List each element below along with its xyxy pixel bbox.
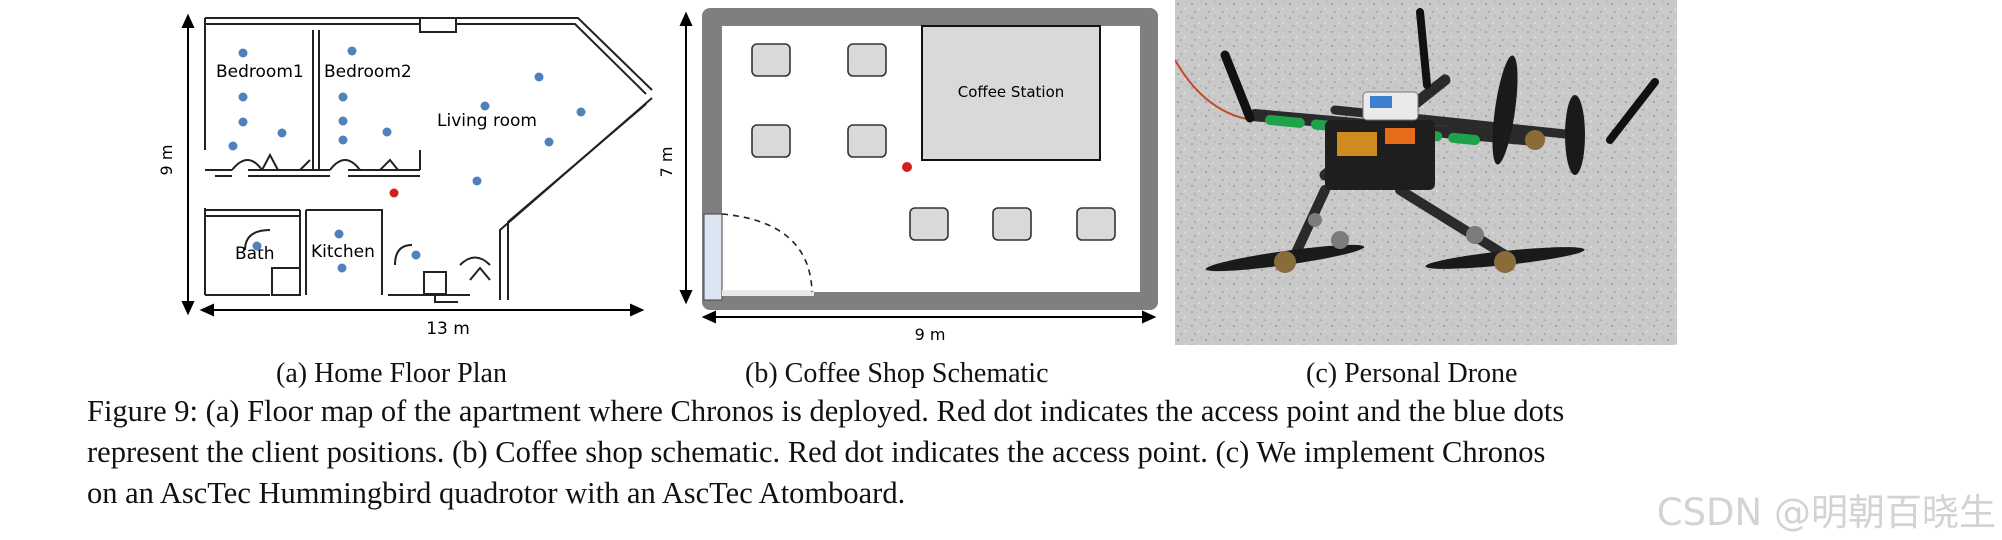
subcaption-c: (c) Personal Drone (1306, 358, 1518, 389)
caption-line: on an AscTec Hummingbird quadrotor with … (87, 476, 906, 510)
client-dot (534, 72, 544, 82)
access-point-dot (902, 162, 912, 172)
client-dot (228, 141, 238, 151)
watermark: CSDN @明朝百晓生 (1656, 491, 1996, 534)
coffee-station (921, 25, 1101, 161)
room-label-bedroom1: Bedroom1 (216, 62, 304, 82)
table (847, 43, 887, 77)
client-dot (238, 117, 248, 127)
table (1076, 207, 1116, 241)
table (909, 207, 949, 241)
client-dot (238, 48, 248, 58)
table (751, 43, 791, 77)
home-floor-plan: 9 m 13 m Bedroom1 Bedroom2 Living room B… (157, 13, 653, 339)
caption-line: represent the client positions. (b) Coff… (87, 435, 1546, 469)
client-dot (337, 263, 347, 273)
client-dot (347, 46, 357, 56)
room-label-living-room: Living room (437, 111, 537, 131)
client-dot (238, 92, 248, 102)
subcaption-b: (b) Coffee Shop Schematic (745, 358, 1049, 389)
client-dot (338, 92, 348, 102)
subcaption-a: (a) Home Floor Plan (276, 358, 507, 389)
coffee-shop-schematic: Coffee Station 7 m 9 m (660, 8, 1158, 344)
table (992, 207, 1032, 241)
table (847, 124, 887, 158)
client-dot (338, 116, 348, 126)
access-point-dot (389, 188, 399, 198)
room-label-bedroom2: Bedroom2 (324, 62, 412, 82)
caption-line: Figure 9: (a) Floor map of the apartment… (87, 394, 1565, 428)
shop-width-label: 9 m (915, 325, 946, 344)
floor-plan-height-label: 9 m (157, 145, 176, 176)
room-label-kitchen: Kitchen (311, 242, 375, 262)
table (751, 124, 791, 158)
door (703, 213, 723, 301)
client-dot (338, 135, 348, 145)
client-dot (382, 127, 392, 137)
client-dot (252, 241, 262, 251)
floor-plan-width-label: 13 m (426, 319, 470, 339)
client-dot (411, 250, 421, 260)
client-dot (472, 176, 482, 186)
drone-photo (1175, 0, 1677, 345)
shop-height-label: 7 m (660, 147, 676, 178)
client-dot (576, 107, 586, 117)
client-dot (480, 101, 490, 111)
client-dot (277, 128, 287, 138)
client-dot (544, 137, 554, 147)
coffee-station-label: Coffee Station (958, 83, 1065, 101)
room-label-bath: Bath (235, 244, 275, 264)
client-dot (334, 229, 344, 239)
figure-caption: Figure 9: (a) Floor map of the apartment… (87, 391, 1787, 514)
